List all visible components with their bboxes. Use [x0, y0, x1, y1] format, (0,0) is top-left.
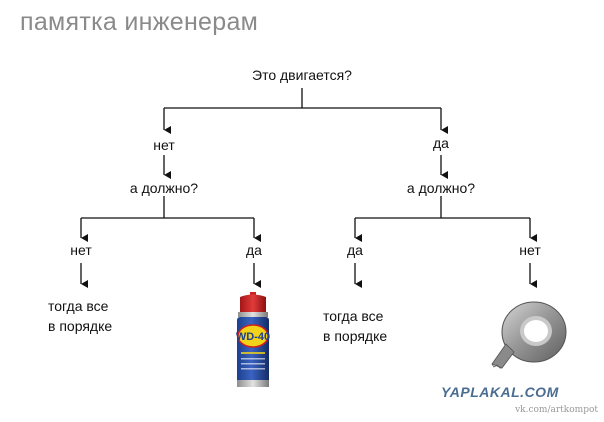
wd40-can-text: WD-40	[236, 331, 270, 343]
left-question: а должно?	[129, 180, 199, 196]
right-yes-answer: да	[347, 242, 363, 258]
right-question: а должно?	[406, 180, 476, 196]
duct-tape-icon	[491, 301, 567, 369]
watermark: YAPLAKAL.COM	[441, 384, 559, 400]
root-question: Это двигается?	[252, 67, 352, 83]
wd40-spray-can-icon: WD-40	[236, 292, 270, 387]
right-no-answer: нет	[519, 242, 541, 258]
root-answer-no: нет	[153, 137, 175, 153]
right-yes-result: тогда все в порядке	[323, 308, 388, 344]
left-no-answer: нет	[70, 242, 92, 258]
page-title: памятка инженерам	[20, 8, 259, 36]
left-yes-answer: да	[246, 242, 262, 258]
root-answer-yes: да	[433, 135, 449, 151]
source-credit: vk.com/artkompot	[515, 405, 598, 415]
left-no-result: тогда все в порядке	[48, 298, 113, 334]
